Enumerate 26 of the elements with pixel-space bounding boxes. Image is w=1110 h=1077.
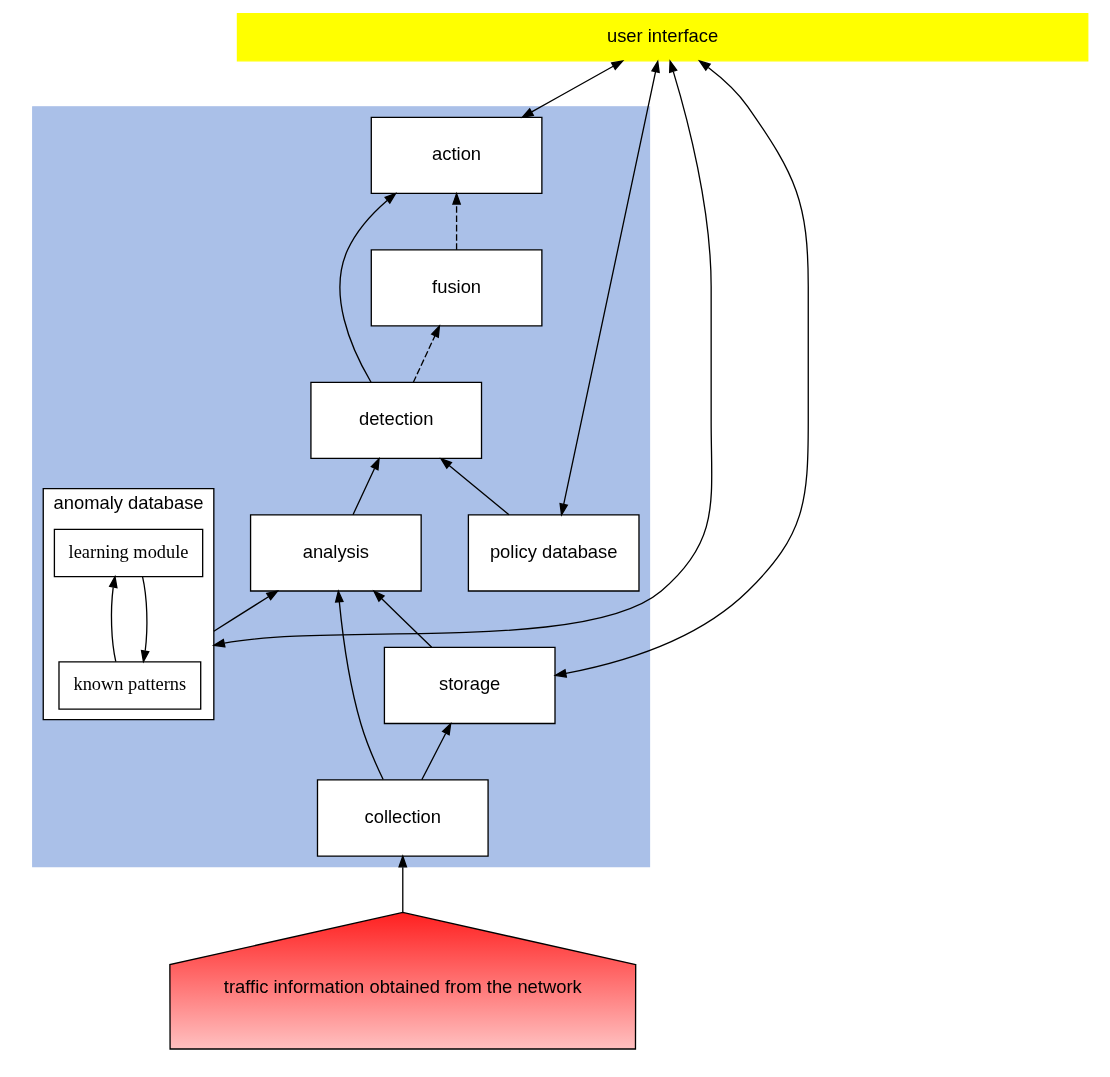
arrow bbox=[553, 59, 809, 678]
node-box: analysis bbox=[249, 514, 422, 592]
node-box: fusion bbox=[370, 249, 543, 327]
node-box: known patterns bbox=[58, 661, 202, 710]
node-box: learning module bbox=[53, 528, 204, 578]
arrow bbox=[559, 59, 660, 517]
node-box: user interface bbox=[236, 12, 1089, 62]
node-box: policy database bbox=[467, 514, 640, 592]
arrow bbox=[372, 589, 433, 648]
node-box: storage bbox=[383, 646, 556, 725]
arrow bbox=[398, 854, 408, 913]
arrow bbox=[439, 457, 510, 516]
arrow bbox=[520, 60, 625, 119]
node-box: detection bbox=[310, 381, 483, 460]
arrow bbox=[213, 589, 280, 632]
arrow bbox=[339, 192, 398, 383]
arrow bbox=[211, 59, 713, 648]
node-box: collection bbox=[316, 779, 489, 857]
node-box: action bbox=[370, 116, 543, 195]
arrow bbox=[452, 191, 462, 251]
arrow bbox=[352, 456, 380, 516]
arrow bbox=[108, 574, 118, 663]
arrow bbox=[140, 575, 150, 664]
arrow bbox=[412, 324, 441, 383]
arrow bbox=[421, 721, 452, 781]
arrow bbox=[334, 589, 384, 781]
